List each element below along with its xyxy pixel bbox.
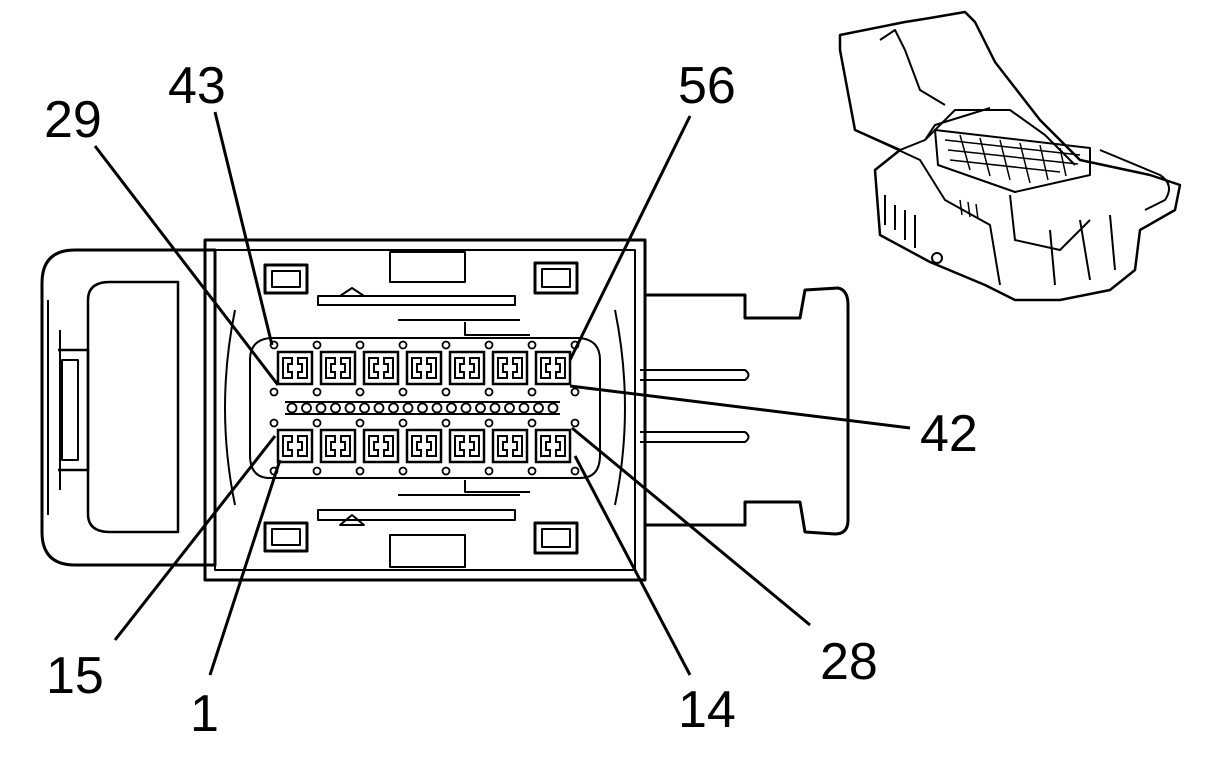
pin-dot	[441, 387, 451, 397]
pin-dot	[312, 340, 322, 350]
leader-14	[573, 455, 692, 676]
pin-row-bottom	[276, 428, 572, 464]
pin-dot	[355, 466, 365, 476]
pin-dot	[527, 418, 537, 428]
rail-dot	[373, 402, 385, 414]
rail-dot	[402, 402, 414, 414]
rail-dot	[446, 402, 457, 414]
pin-dot	[570, 466, 580, 476]
pin-dot	[484, 418, 494, 428]
leader-15	[113, 435, 277, 641]
pin-cavity-top-5	[448, 350, 486, 386]
left-latch	[40, 248, 217, 567]
pin-label-29: 29	[44, 91, 102, 149]
pin-cavity-top-3	[362, 350, 400, 386]
pin-dot	[398, 418, 408, 428]
pin-label-14: 14	[678, 681, 736, 739]
pin-label-1: 1	[190, 685, 219, 743]
pin-cavity	[249, 337, 601, 479]
pin-cavity-bottom-7	[534, 428, 572, 464]
leader-56	[568, 115, 692, 361]
rail-dot	[533, 402, 544, 414]
rail-dot	[431, 402, 443, 414]
rail-dot	[388, 402, 399, 414]
connector-inset-view	[838, 10, 1182, 302]
pin-cavity-top-1	[276, 350, 314, 386]
pin-cavity-top-2	[319, 350, 357, 386]
pin-dot	[398, 387, 408, 397]
pin-cavity-bottom-5	[448, 428, 486, 464]
right-plug	[645, 286, 850, 536]
pin-label-15: 15	[46, 647, 104, 705]
pin-row-top	[276, 350, 572, 386]
leader-1	[208, 459, 282, 676]
rail-dot	[344, 402, 356, 414]
pin-dot	[441, 466, 451, 476]
center-rail	[285, 401, 560, 415]
rail-dot	[301, 402, 312, 414]
pin-cavity-bottom-3	[362, 428, 400, 464]
rail-dot	[518, 402, 530, 414]
leader-42	[569, 384, 911, 430]
leader-43	[213, 111, 274, 346]
pin-dot	[527, 387, 537, 397]
pin-dot	[398, 340, 408, 350]
rail-dot	[489, 402, 501, 414]
rail-dot	[359, 402, 370, 414]
rail-dot	[460, 402, 472, 414]
rail-dot	[330, 402, 341, 414]
pin-dot	[484, 387, 494, 397]
pin-cavity-bottom-1	[276, 428, 314, 464]
pin-cavity-bottom-6	[491, 428, 529, 464]
pin-dot	[570, 387, 580, 397]
leader-29	[93, 145, 280, 386]
pin-dot	[355, 418, 365, 428]
pin-dot	[269, 418, 279, 428]
pin-dot	[312, 466, 322, 476]
pin-dot	[484, 466, 494, 476]
rail-dot	[504, 402, 515, 414]
pin-dot	[441, 340, 451, 350]
pin-dot	[355, 387, 365, 397]
pin-label-43: 43	[168, 57, 226, 115]
connector-body	[203, 238, 647, 582]
rail-dot	[475, 402, 486, 414]
pin-cavity-top-4	[405, 350, 443, 386]
pin-dot	[570, 418, 580, 428]
pin-cavity-top-7	[534, 350, 572, 386]
rail-dot	[286, 402, 298, 414]
pin-dot	[312, 418, 322, 428]
pin-dot	[312, 387, 322, 397]
pin-cavity-bottom-2	[319, 428, 357, 464]
pin-dot	[398, 466, 408, 476]
pin-cavity-bottom-4	[405, 428, 443, 464]
pin-dot	[484, 340, 494, 350]
pin-dot	[355, 340, 365, 350]
pin-dot	[441, 418, 451, 428]
pin-dot	[527, 340, 537, 350]
leader-28	[571, 426, 811, 627]
pin-cavity-top-6	[491, 350, 529, 386]
pin-label-28: 28	[820, 633, 878, 691]
pin-label-42: 42	[920, 405, 978, 463]
rail-dot	[417, 402, 428, 414]
pin-dot	[269, 387, 279, 397]
rail-dot	[547, 402, 559, 414]
pin-dots	[269, 340, 580, 476]
pin-dot	[527, 466, 537, 476]
pin-label-56: 56	[678, 57, 736, 115]
rail-dot	[315, 402, 327, 414]
